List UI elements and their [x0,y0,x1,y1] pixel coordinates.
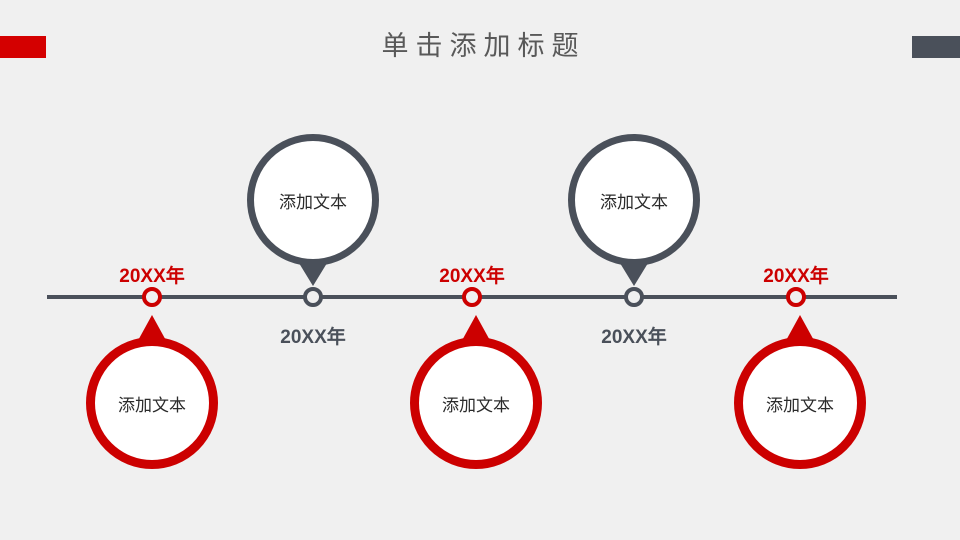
page-title[interactable]: 单击添加标题 [381,31,586,61]
timeline-node-marker[interactable] [142,287,162,307]
balloon-text[interactable]: 添加文本 [442,395,510,415]
timeline-callout-balloon[interactable]: 添加文本 [568,134,700,286]
balloon-disc [734,337,866,469]
accent-bar-left [0,36,46,58]
timeline-node-marker[interactable] [624,287,644,307]
timeline-callout-balloon[interactable]: 添加文本 [86,315,218,469]
balloon-text[interactable]: 添加文本 [600,192,668,212]
balloon-disc [86,337,218,469]
timeline-year-label[interactable]: 20XX年 [119,266,185,287]
balloon-disc [247,134,379,266]
balloon-disc [568,134,700,266]
timeline-callout-balloon[interactable]: 添加文本 [410,315,542,469]
timeline-node-marker[interactable] [786,287,806,307]
timeline-year-label[interactable]: 20XX年 [763,266,829,287]
timeline-callout-balloon[interactable]: 添加文本 [247,134,379,286]
balloon-text[interactable]: 添加文本 [118,395,186,415]
balloon-disc [410,337,542,469]
timeline-node-marker[interactable] [462,287,482,307]
balloon-text[interactable]: 添加文本 [766,395,834,415]
accent-bar-right [912,36,960,58]
timeline-callout-balloon[interactable]: 添加文本 [734,315,866,469]
timeline-year-label[interactable]: 20XX年 [280,327,346,348]
timeline-year-label[interactable]: 20XX年 [439,266,505,287]
timeline-year-label[interactable]: 20XX年 [601,327,667,348]
timeline-node-marker[interactable] [303,287,323,307]
balloon-text[interactable]: 添加文本 [279,192,347,212]
